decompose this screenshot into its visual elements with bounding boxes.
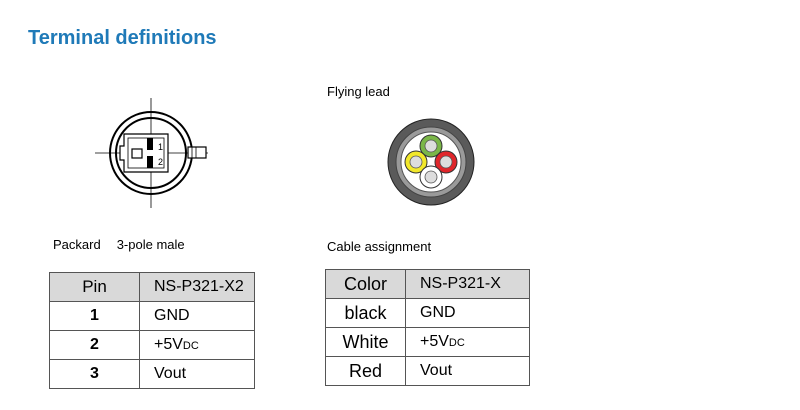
pin-number: 1 [49,301,140,331]
wire-green [419,134,443,158]
table-row: 2 +5VDC [49,330,255,360]
wire-signal: +5VDC [405,327,530,357]
table-header-row: Color NS-P321-X [325,269,530,299]
pin-label-2: 2 [158,157,163,167]
table-row: 1 GND [49,301,255,331]
pin-number: 3 [49,359,140,389]
table-row: black GND [325,298,530,328]
wire-signal: GND [405,298,530,328]
packard-caption: Packard 3-pole male [53,237,185,252]
pin-assignment-table: Pin NS-P321-X2 1 GND 2 +5VDC 3 Vout [49,272,255,389]
header-color: Color [325,269,406,299]
header-pin: Pin [49,272,140,302]
packard-connector-drawing: 1 2 [95,98,208,208]
wire-color: black [325,298,406,328]
pin-label-1: 1 [158,142,163,152]
connector-name: Packard [53,237,101,252]
pin-signal: +5VDC [139,330,255,360]
table-row: White +5VDC [325,327,530,357]
wire-yellow [404,150,428,174]
pin-signal: GND [139,301,255,331]
wire-red [434,150,458,174]
header-model: NS-P321-X [405,269,530,299]
header-model: NS-P321-X2 [139,272,255,302]
cable-cross-section-icon [387,118,475,206]
wire-signal: Vout [405,356,530,386]
wire-white [419,165,443,189]
connector-type: 3-pole male [116,237,185,252]
table-row: Red Vout [325,356,530,386]
cable-color-table: Color NS-P321-X black GND White +5VDC Re… [325,269,530,386]
flying-lead-caption: Flying lead [327,84,390,99]
page-title: Terminal definitions [28,27,217,49]
table-row: 3 Vout [49,359,255,389]
wire-color: White [325,327,406,357]
pin-number: 2 [49,330,140,360]
cable-assignment-caption: Cable assignment [327,239,432,254]
table-header-row: Pin NS-P321-X2 [49,272,255,302]
pin-signal: Vout [139,359,255,389]
wire-color: Red [325,356,406,386]
